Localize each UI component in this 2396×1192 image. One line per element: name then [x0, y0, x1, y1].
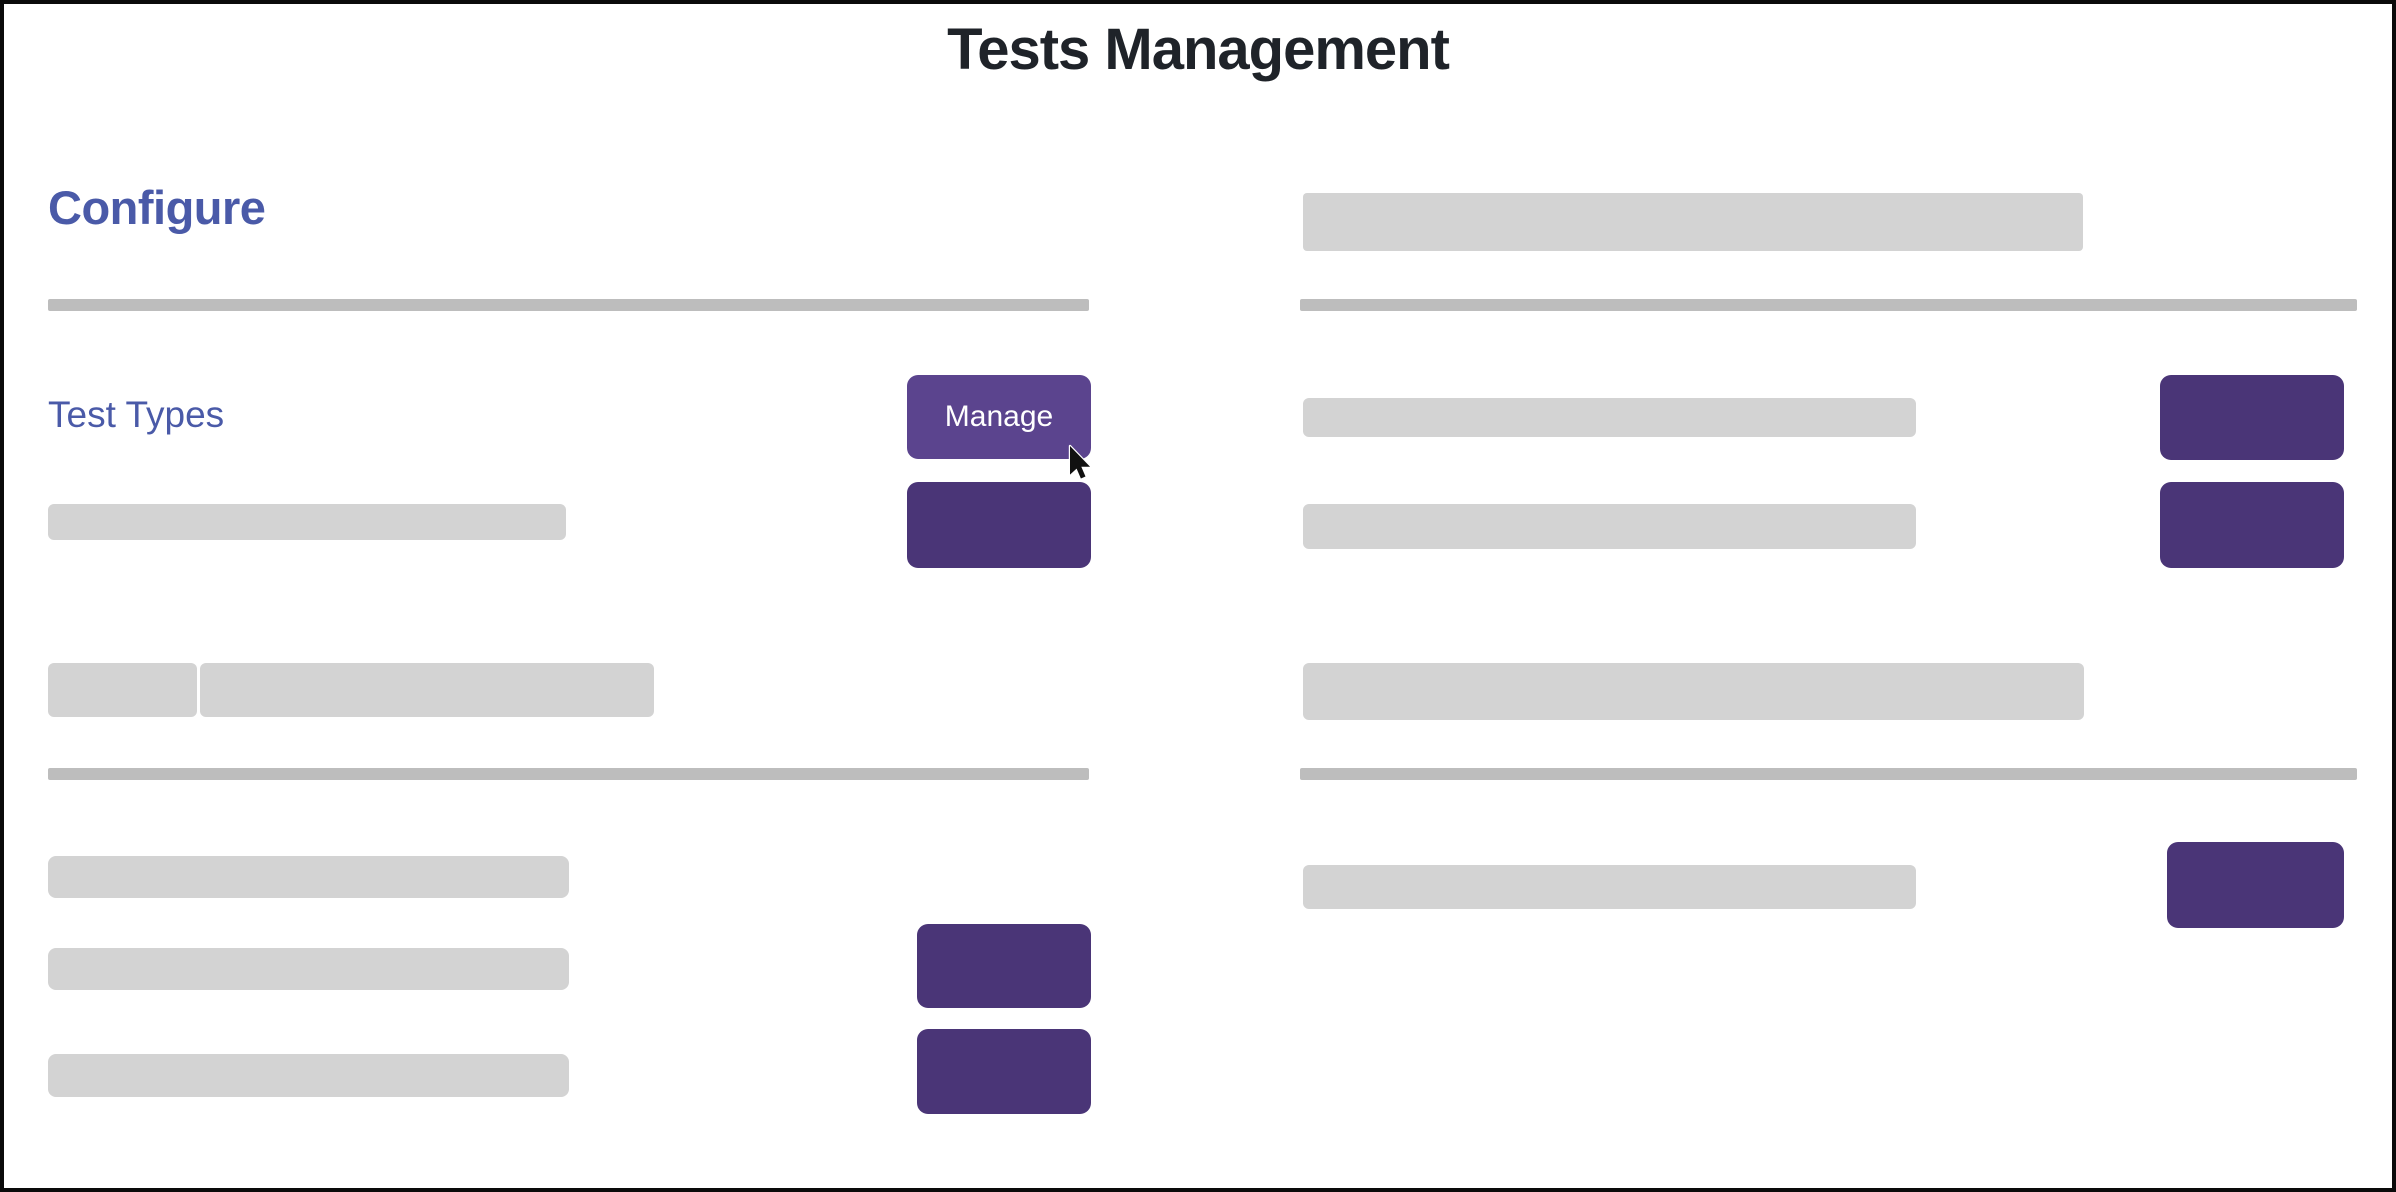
- skeleton-text-bar: [1303, 504, 1916, 549]
- section-divider: [48, 299, 1089, 311]
- placeholder-action-button[interactable]: [2160, 482, 2344, 568]
- skeleton-text-bar: [1303, 663, 2084, 720]
- configure-section-heading: Configure: [48, 181, 266, 234]
- section-divider: [48, 768, 1089, 780]
- section-divider: [1300, 299, 2357, 311]
- skeleton-text-bar: [48, 1054, 569, 1097]
- skeleton-section-heading: [1303, 193, 2083, 251]
- placeholder-action-button[interactable]: [917, 924, 1091, 1008]
- skeleton-text-bar: [1303, 865, 1916, 909]
- page-title: Tests Management: [947, 17, 1450, 82]
- placeholder-action-button[interactable]: [907, 482, 1091, 568]
- placeholder-action-button[interactable]: [2160, 375, 2344, 460]
- skeleton-text-bar: [48, 504, 566, 540]
- skeleton-text-bar: [48, 856, 569, 898]
- placeholder-action-button[interactable]: [2167, 842, 2344, 928]
- test-types-label: Test Types: [48, 394, 225, 435]
- skeleton-text-bar: [1303, 398, 1916, 437]
- skeleton-text-bar: [200, 663, 654, 717]
- section-divider: [1300, 768, 2357, 780]
- placeholder-action-button[interactable]: [917, 1029, 1091, 1114]
- skeleton-text-bar: [48, 948, 569, 990]
- skeleton-text-bar: [48, 663, 197, 717]
- manage-test-types-button[interactable]: Manage: [907, 375, 1091, 459]
